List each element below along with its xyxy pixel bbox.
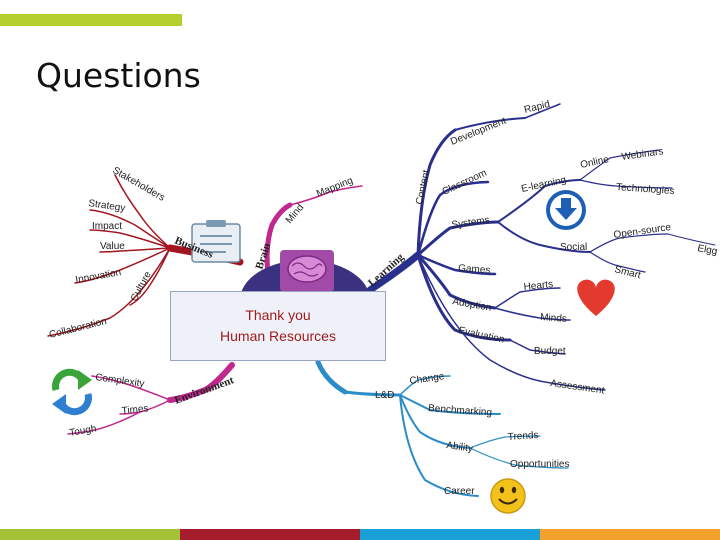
clipboard-icon [191, 220, 241, 263]
business-item-innovation: Innovation [75, 267, 122, 286]
learning-item-development: Development [449, 115, 508, 147]
social-download-icon [546, 190, 586, 230]
business-item-collaboration: Collaboration [48, 316, 108, 341]
heart-icon [577, 279, 615, 316]
learning-item-content: Content [414, 169, 432, 206]
professionals-item-opportunities: Opportunities [510, 459, 569, 470]
learning-item-budget: Budget [534, 346, 566, 357]
professionals-branches [315, 359, 569, 497]
thank-you-text: Thank you [245, 307, 311, 323]
footer-segment-blue [360, 529, 540, 540]
learning-item-assessment: Assessment [550, 378, 606, 397]
business-item-culture: Culture [129, 269, 154, 303]
footer-segment-green [0, 529, 180, 540]
brain-icon [280, 250, 334, 292]
professionals-item-trends: Trends [507, 430, 538, 443]
environment-item-times: Times [121, 403, 149, 417]
footer-segment-red [180, 529, 360, 540]
environment-branch-label: Environment [173, 374, 236, 407]
professionals-item-benchmarking: Benchmarking [428, 403, 493, 418]
brain-item-mapping: Mapping [315, 175, 355, 200]
professionals-item-career: Career [444, 486, 475, 497]
thank-you-callout: Thank you Human Resources [170, 291, 386, 361]
accent-bar [0, 14, 182, 26]
learning-item-hearts: Hearts [523, 279, 553, 293]
brain-branches [67, 185, 363, 435]
business-item-impact: Impact [92, 221, 122, 232]
slide-title: Questions [36, 56, 201, 95]
professionals-item-l-d: L&D [375, 390, 394, 401]
business-item-strategy: Strategy [88, 198, 126, 214]
refresh-arrows-icon [52, 368, 92, 416]
business-item-value: Value [100, 241, 125, 252]
learning-item-elgg: Elgg [696, 243, 718, 257]
learning-item-open-source: Open-source [613, 222, 672, 241]
footer-segment-orange [540, 529, 720, 540]
learning-item-minds: Minds [540, 312, 567, 325]
professionals-item-change: Change [409, 371, 446, 387]
learning-item-systems: Systems [451, 215, 491, 231]
learning-item-technologies: Technologies [616, 182, 675, 197]
learning-branches [366, 103, 716, 391]
footer-color-bar [0, 529, 720, 540]
environment-item-complexity: Complexity [95, 372, 146, 390]
learning-item-evaluation: Evaluation [457, 325, 505, 345]
smiley-icon [490, 478, 526, 514]
environment-item-tough: Tough [69, 423, 98, 439]
learning-item-webinars: Webinars [621, 146, 664, 163]
department-text: Human Resources [220, 328, 336, 344]
learning-item-social: Social [560, 242, 587, 253]
business-item-stakeholders: Stakeholders [111, 165, 167, 204]
professionals-item-ability: Ability [446, 440, 474, 455]
learning-item-smart: Smart [613, 264, 642, 281]
learning-item-adoption: Adoption [451, 296, 492, 314]
learning-item-games: Games [458, 263, 491, 276]
